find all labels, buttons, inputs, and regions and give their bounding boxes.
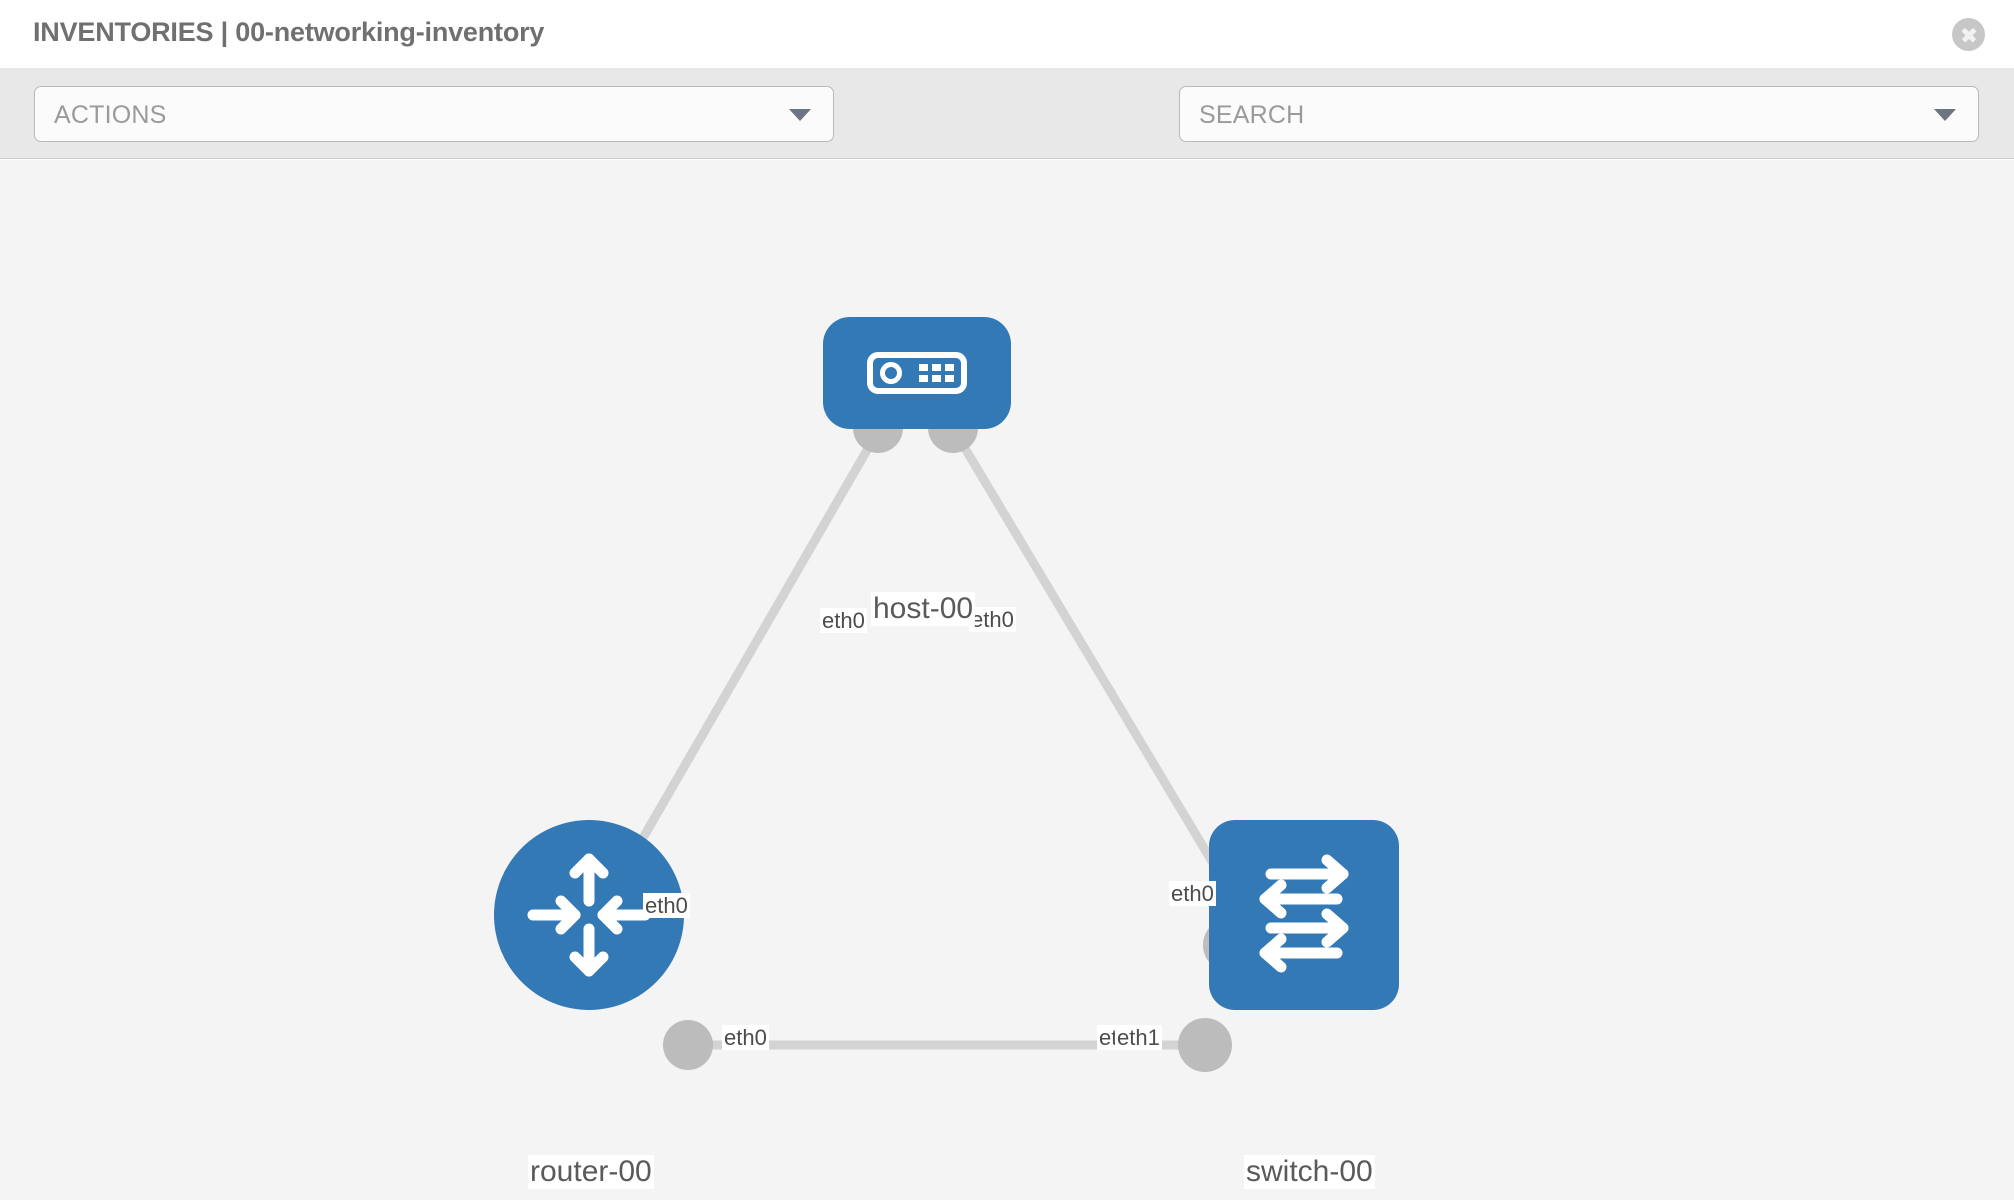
switch-arrows-icon bbox=[1259, 854, 1349, 973]
node-label-router-00: router-00 bbox=[528, 1155, 654, 1189]
actions-dropdown-label: ACTIONS bbox=[54, 101, 167, 129]
interface-label-switch-uplink: eth0 bbox=[1169, 881, 1216, 907]
node-host-00[interactable] bbox=[823, 317, 1011, 429]
router-arrows-icon bbox=[527, 853, 651, 977]
node-label-switch-00: switch-00 bbox=[1244, 1155, 1375, 1189]
chevron-down-icon bbox=[789, 109, 811, 121]
interface-label-router-side: eth0 bbox=[722, 1025, 769, 1051]
link-host-switch bbox=[959, 442, 1236, 898]
interface-label-router-uplink: eth0 bbox=[643, 893, 690, 919]
page-title: INVENTORIES | 00-networking-inventory bbox=[33, 17, 545, 47]
node-label-host-00: host-00 bbox=[871, 592, 976, 626]
topology-canvas[interactable]: eth0 eth0 eth0 eth0 eth0 eth0 eth1 host-… bbox=[0, 160, 2014, 1200]
server-icon bbox=[867, 352, 967, 394]
topology-links-layer bbox=[606, 403, 1257, 1072]
close-icon[interactable] bbox=[1952, 18, 1985, 51]
link-host-router bbox=[606, 442, 874, 898]
toolbar: ACTIONS SEARCH bbox=[0, 69, 2014, 197]
actions-dropdown[interactable]: ACTIONS bbox=[34, 86, 834, 142]
connector-switch-west bbox=[1178, 1018, 1232, 1072]
interface-label-switch-side-b: eth1 bbox=[1115, 1025, 1162, 1051]
node-switch-00[interactable] bbox=[1209, 820, 1399, 1010]
connector-router-east bbox=[663, 1020, 713, 1070]
chevron-down-icon bbox=[1934, 109, 1956, 121]
search-placeholder: SEARCH bbox=[1199, 101, 1305, 129]
search-input[interactable]: SEARCH bbox=[1179, 86, 1979, 142]
page-header: INVENTORIES | 00-networking-inventory bbox=[0, 0, 2014, 69]
interface-label-host-left: eth0 bbox=[820, 608, 867, 634]
node-router-00[interactable] bbox=[494, 820, 684, 1010]
interface-label-host-right: eth0 bbox=[969, 607, 1016, 633]
